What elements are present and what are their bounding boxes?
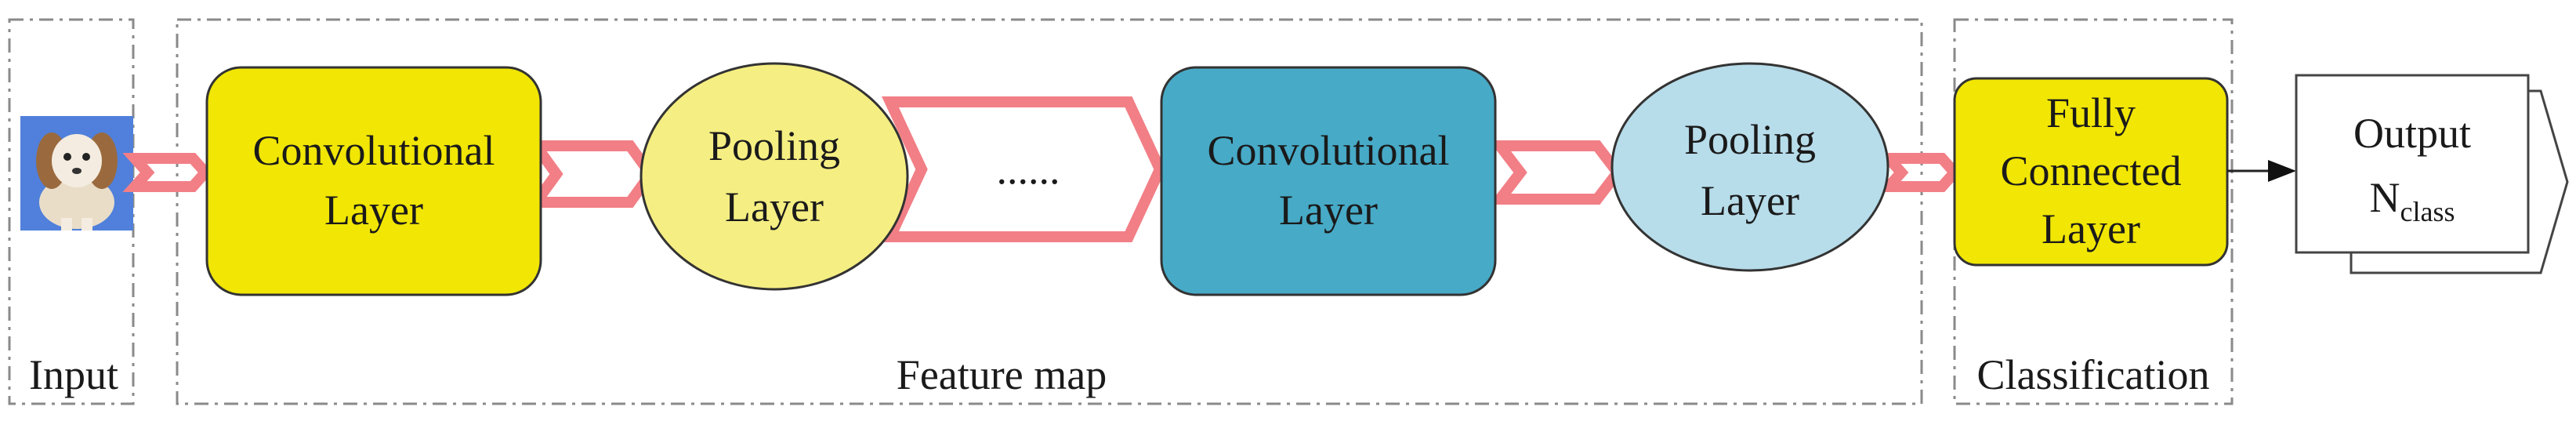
pooling-layer-2 <box>1610 62 1889 272</box>
output-n-subscript: class <box>2400 196 2455 227</box>
pooling-layer-1-line2: Layer <box>725 183 824 231</box>
conv-layer-1-line1: Convolutional <box>253 127 495 174</box>
pooling-layer-2-line1: Pooling <box>1684 116 1816 163</box>
puppy-photo-icon <box>20 116 133 231</box>
arrow-fc-to-output-head <box>2268 160 2296 182</box>
ellipsis-label: ...... <box>997 146 1060 193</box>
pooling-layer-2-line2: Layer <box>1701 177 1799 224</box>
conv-layer-2-line2: Layer <box>1279 187 1378 234</box>
arrow-pool2-to-fc <box>1876 153 1962 192</box>
classification-group-box <box>1953 18 2234 405</box>
arrow-conv1-to-pool1 <box>525 140 658 208</box>
output-n-main: N <box>2370 174 2400 221</box>
pooling-layer-1-line1: Pooling <box>708 122 840 169</box>
output-line1: Output <box>2353 110 2471 157</box>
conv-layer-2 <box>1160 66 1497 296</box>
output-n-class: Nclass <box>2370 174 2455 227</box>
conv-layer-1-line2: Layer <box>324 187 423 234</box>
input-group-label: Input <box>29 351 118 398</box>
conv-layer-1 <box>205 66 542 296</box>
conv-layer-2-line1: Convolutional <box>1208 127 1450 174</box>
classification-group-label: Classification <box>1977 351 2210 398</box>
fc-line2: Connected <box>2001 147 2182 194</box>
feature-map-group-box <box>176 18 1923 405</box>
fc-line1: Fully <box>2046 89 2136 136</box>
arrow-input-to-conv1 <box>122 153 213 192</box>
input-group-box <box>8 18 135 405</box>
pooling-layer-1 <box>639 62 909 291</box>
arrow-pool2-to-ellipsis <box>882 96 1166 242</box>
arrow-conv2-to-pool2 <box>1488 140 1625 205</box>
fc-line3: Layer <box>2042 205 2140 252</box>
feature-map-group-label: Feature map <box>897 351 1107 398</box>
output-document-stack <box>2295 74 2569 274</box>
